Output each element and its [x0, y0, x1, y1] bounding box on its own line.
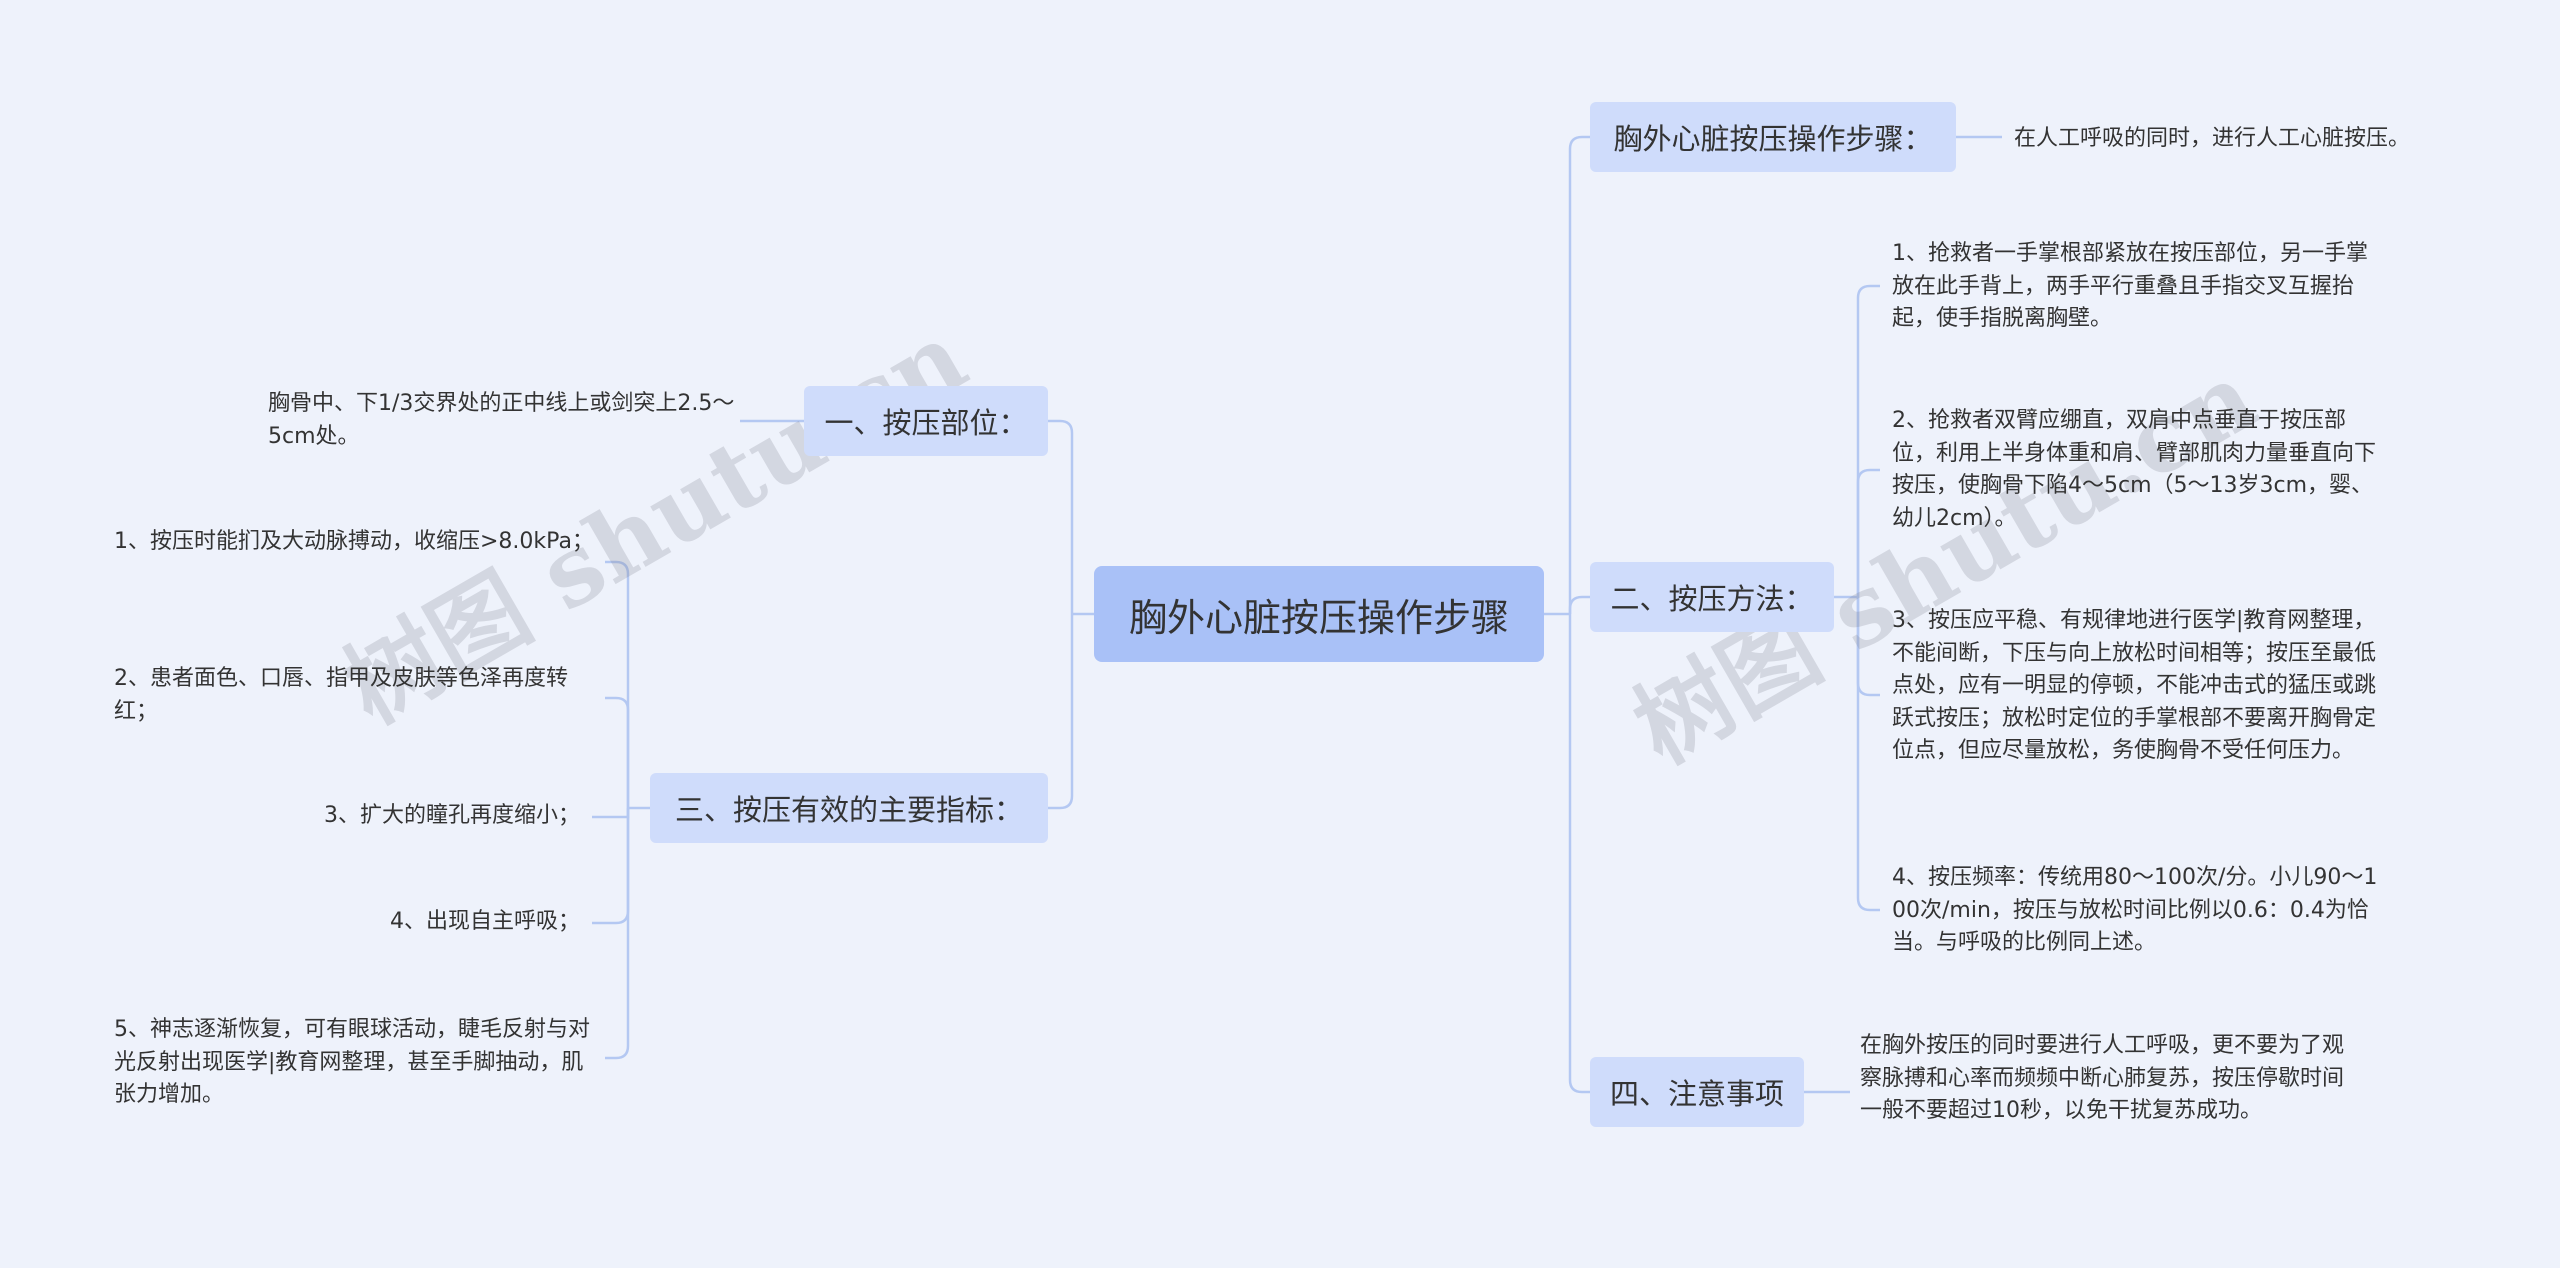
link-root-left-1 [1048, 614, 1074, 810]
link-method-2 [1856, 597, 1880, 697]
branch-compression-position[interactable]: 一、按压部位： [804, 386, 1048, 456]
link-indicators-3 [592, 808, 630, 925]
link-method-0 [1856, 284, 1880, 597]
link-indicators-2 [592, 808, 630, 819]
leaf-method-3: 3、按压应平稳、有规律地进行医学|教育网整理，不能间断，下压与向上放松时间相等；… [1892, 608, 2377, 763]
link-indicators-4 [605, 808, 630, 1060]
leaf-indicator-4: 4、出现自主呼吸； [390, 909, 580, 934]
link-root-right-1 [1568, 595, 1590, 614]
branch-operation-steps[interactable]: 胸外心脏按压操作步骤： [1590, 102, 1956, 172]
leaf-steps-1: 在人工呼吸的同时，进行人工心脏按压。 [2014, 126, 2411, 151]
link-root-right-0 [1568, 135, 1590, 614]
leaf-method-1: 1、抢救者一手掌根部紧放在按压部位，另一手掌放在此手背上，两手平行重叠且手指交叉… [1892, 241, 2368, 331]
link-root-right-2 [1568, 614, 1590, 1094]
link-indicators-0 [605, 560, 630, 808]
leaf-indicator-3: 3、扩大的瞳孔再度缩小； [324, 803, 580, 828]
leaf-method-4: 4、按压频率：传统用80～100次/分。小儿90～100次/min，按压与放松时… [1892, 865, 2378, 955]
branch-compression-method[interactable]: 二、按压方法： [1590, 562, 1834, 632]
branch-precautions[interactable]: 四、注意事项 [1590, 1057, 1804, 1127]
leaf-indicator-5: 5、神志逐渐恢复，可有眼球活动，睫毛反射与对光反射出现医学|教育网整理，甚至手脚… [114, 1017, 590, 1107]
root-topic[interactable]: 胸外心脏按压操作步骤 [1094, 566, 1544, 662]
leaf-position-1: 胸骨中、下1/3交界处的正中线上或剑突上2.5～5cm处。 [268, 391, 735, 449]
leaf-method-2: 2、抢救者双臂应绷直，双肩中点垂直于按压部位，利用上半身体重和肩、臂部肌肉力量垂… [1892, 408, 2377, 531]
link-method-3 [1856, 597, 1880, 912]
link-indicators-1 [605, 696, 630, 808]
leaf-notes-1: 在胸外按压的同时要进行人工呼吸，更不要为了观察脉搏和心率而频频中断心肺复苏，按压… [1860, 1033, 2345, 1123]
link-method-1 [1856, 468, 1880, 597]
link-root-left-0 [1048, 419, 1074, 614]
leaf-indicator-2: 2、患者面色、口唇、指甲及皮肤等色泽再度转红； [114, 666, 568, 724]
leaf-indicator-1: 1、按压时能扪及大动脉搏动，收缩压>8.0kPa； [114, 529, 594, 554]
branch-effective-indicators[interactable]: 三、按压有效的主要指标： [650, 773, 1048, 843]
